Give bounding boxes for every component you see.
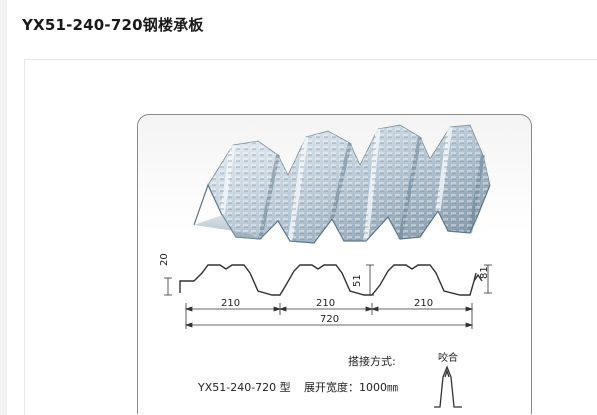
joint-type: 咬合: [438, 353, 458, 364]
dim-span-3: 210: [414, 298, 434, 309]
left-gutter: [0, 0, 7, 415]
cross-section-profile: [179, 264, 483, 296]
joint-label: 搭接方式:: [348, 355, 396, 368]
dim-rib-height: 51: [352, 274, 363, 287]
dim-span-1: 210: [221, 298, 241, 309]
dim-span-2: 210: [316, 298, 336, 309]
product-image: 20 51 81 210 210 210 720 搭接方式: 咬合 YX51-2…: [137, 114, 532, 414]
width-label: 展开宽度：1000㎜: [304, 381, 398, 394]
dimension-lines: [164, 264, 492, 329]
dim-total: 720: [320, 314, 340, 325]
product-illustration: [164, 124, 492, 408]
model-label: YX51-240-720 型: [198, 381, 291, 394]
joint-detail-icon: [434, 365, 462, 408]
dim-height-left: 20: [159, 253, 170, 266]
page-title: YX51-240-720钢楼承板: [22, 16, 204, 34]
dim-height-right: 81: [479, 266, 490, 279]
deck-panel-3d: [193, 124, 491, 244]
